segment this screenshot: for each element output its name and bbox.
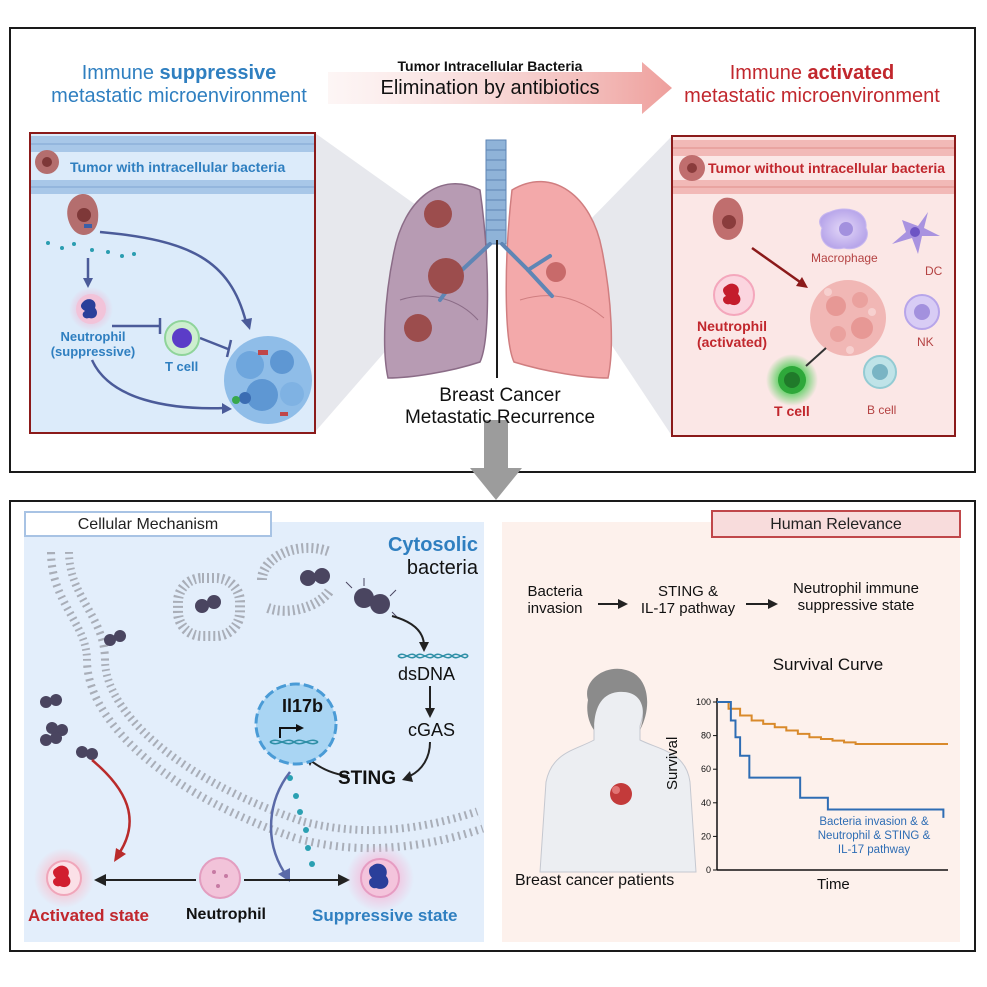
neutrophil-label-right: Neutrophil (activated) bbox=[682, 318, 782, 350]
neutrophil-center-label: Neutrophil bbox=[186, 906, 266, 923]
flow-step-2-line1: STING & bbox=[657, 583, 718, 600]
sting-label: STING bbox=[338, 768, 397, 789]
lung-caption-line2: Metastatic Recurrence bbox=[404, 406, 596, 428]
t-cell-label-left: T cell bbox=[165, 359, 199, 374]
chart-xlabel: Time bbox=[817, 876, 850, 893]
flow-step-2-line2: IL-17 pathway bbox=[640, 600, 736, 618]
neutrophil-label-left-line2: (suppressive) bbox=[50, 343, 136, 359]
nk-label: NK bbox=[917, 335, 934, 349]
chart-annotation-line2: Neutrophil & STING & bbox=[817, 829, 931, 842]
right-title-line2: metastatic microenvironment bbox=[684, 85, 940, 107]
t-cell-label-right: T cell bbox=[774, 403, 810, 419]
human-relevance-tab-label: Human Relevance bbox=[770, 516, 902, 533]
macrophage-label: Macrophage bbox=[811, 251, 878, 265]
chart-annotation: Bacteria invasion & & Neutrophil & STING… bbox=[798, 816, 950, 857]
neutrophil-label-left: Neutrophil (suppressive) bbox=[38, 329, 148, 360]
left-title-bold: suppressive bbox=[159, 62, 277, 84]
right-title-pre: Immune bbox=[729, 62, 808, 84]
flow-step-3: Neutrophil immune suppressive state bbox=[776, 580, 936, 615]
arrow-label-bottom: Elimination by antibiotics bbox=[380, 77, 600, 99]
human-relevance-tab: Human Relevance bbox=[711, 510, 961, 538]
b-cell-label: B cell bbox=[867, 403, 897, 417]
flow-step-1-line2: invasion bbox=[527, 600, 583, 618]
flow-step-3-line1: Neutrophil immune bbox=[793, 580, 919, 597]
chart-ylabel: Survival bbox=[664, 736, 681, 790]
left-title-line2: metastatic microenvironment bbox=[51, 85, 307, 107]
neutrophil-label-right-line1: Neutrophil bbox=[697, 318, 767, 334]
left-title-pre: Immune bbox=[81, 62, 160, 84]
survival-title: Survival Curve bbox=[772, 655, 884, 674]
left-title: Immune suppressive metastatic microenvir… bbox=[20, 62, 338, 108]
lung-caption: Breast Cancer Metastatic Recurrence bbox=[380, 385, 620, 429]
dc-label: DC bbox=[925, 264, 943, 278]
suppressive-state-label: Suppressive state bbox=[312, 906, 458, 925]
flow-step-1-line1: Bacteria bbox=[527, 583, 583, 600]
patients-label: Breast cancer patients bbox=[515, 872, 675, 889]
cytosolic-line1: Cytosolic bbox=[387, 534, 478, 556]
cellular-mechanism-tab: Cellular Mechanism bbox=[24, 511, 272, 537]
chart-annotation-line1: Bacteria invasion & & bbox=[819, 816, 929, 828]
flow-step-2: STING & IL-17 pathway bbox=[626, 583, 750, 618]
cgas-label: cGAS bbox=[408, 720, 456, 740]
chart-annotation-line3: IL-17 pathway bbox=[837, 843, 911, 856]
left-box-header: Tumor with intracellular bacteria bbox=[70, 159, 286, 175]
dsdna-label: dsDNA bbox=[398, 664, 456, 684]
flow-step-3-line2: suppressive state bbox=[797, 597, 915, 615]
cytosolic-label: Cytosolic bacteria bbox=[378, 534, 478, 580]
cellular-mechanism-tab-label: Cellular Mechanism bbox=[77, 516, 219, 533]
activated-state-label: Activated state bbox=[28, 906, 149, 925]
right-title: Immune activated metastatic microenviron… bbox=[652, 62, 972, 108]
neutrophil-label-right-line2: (activated) bbox=[696, 334, 768, 351]
cytosolic-line2: bacteria bbox=[406, 557, 478, 579]
flow-step-1: Bacteria invasion bbox=[510, 583, 600, 618]
lung-caption-line1: Breast Cancer bbox=[439, 385, 561, 406]
il17b-label: Il17b bbox=[282, 696, 324, 716]
right-box-header: Tumor without intracellular bacteria bbox=[708, 160, 946, 176]
right-title-bold: activated bbox=[807, 62, 895, 84]
arrow-label-top: Tumor Intracellular Bacteria bbox=[397, 58, 583, 74]
neutrophil-label-left-line1: Neutrophil bbox=[60, 329, 126, 344]
